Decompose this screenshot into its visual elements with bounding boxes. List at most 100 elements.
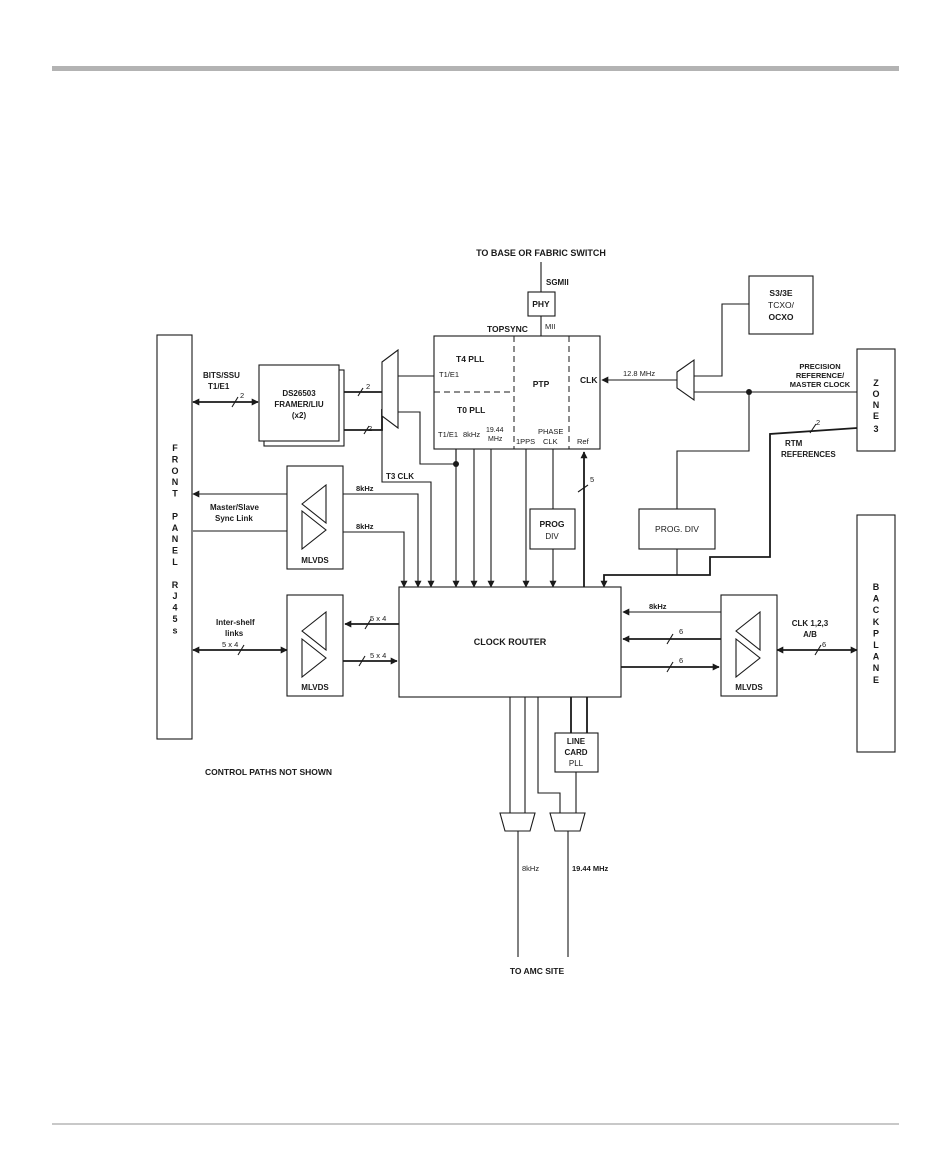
mlvds-intershelf-driver-1 — [301, 610, 327, 652]
precision-ref-2: REFERENCE/ — [796, 371, 845, 380]
svg-text:E: E — [873, 411, 879, 421]
bus6-in: 6 — [679, 627, 683, 636]
rtm-bus-width: 2 — [816, 418, 820, 427]
front_panel-letter: A — [172, 523, 179, 533]
phase-clk-label-1: PHASE — [538, 427, 563, 436]
front_panel-letter: E — [172, 546, 178, 556]
amc-8khz-label: 8kHz — [522, 864, 539, 873]
mlvds-sync-driver-2 — [301, 509, 327, 551]
mlvds-backplane-driver-2 — [735, 637, 761, 679]
inter-shelf-1: Inter-shelf — [216, 618, 255, 627]
amc-mux-right — [549, 812, 586, 832]
mlvds-sync-block — [286, 465, 344, 570]
backplane-letter: K — [873, 617, 880, 627]
bus6-bp: 6 — [822, 640, 826, 649]
bus-5x4-in: 5 x 4 — [370, 614, 386, 623]
lcpll-label-2: CARD — [564, 748, 587, 757]
topsync-chip — [433, 335, 601, 450]
front_panel-letter: P — [172, 511, 178, 521]
amc-1944-label: 19.44 MHz — [572, 864, 609, 873]
footer-rule — [52, 1123, 899, 1125]
front_panel-letter: N — [172, 534, 179, 544]
backplane-letter: A — [873, 652, 880, 662]
framer-label-1: DS26503 — [282, 389, 316, 398]
amc-mux-left — [499, 812, 536, 832]
mlvds-intershelf-label: MLVDS — [301, 683, 329, 692]
bits-bus-width: 2 — [240, 391, 244, 400]
t3clk-label: T3 CLK — [386, 472, 414, 481]
osc-label-3: OCXO — [768, 312, 793, 322]
prog-div-small-1: PROG — [539, 519, 564, 529]
backplane-letter: A — [873, 594, 880, 604]
1944-pin-label-2: MHz — [488, 436, 503, 443]
control-paths-note: CONTROL PATHS NOT SHOWN — [205, 767, 332, 777]
phase-clk-label-2: CLK — [543, 437, 558, 446]
front_panel-letter: R — [172, 580, 179, 590]
8khz-label-b: 8kHz — [356, 522, 374, 531]
lcpll-label-1: LINE — [567, 737, 586, 746]
phy-label: PHY — [532, 299, 550, 309]
master-slave-2: Sync Link — [215, 514, 253, 523]
ref-label: Ref — [577, 437, 590, 446]
inter-shelf-2: links — [225, 629, 244, 638]
oscillator-block — [748, 275, 814, 335]
header-rule — [52, 66, 899, 71]
inter-shelf-bus: 5 x 4 — [222, 640, 238, 649]
front_panel-letter: L — [172, 557, 178, 567]
clk-mux — [676, 358, 695, 402]
mlvds-backplane-label: MLVDS — [735, 683, 763, 692]
prog-div-label: PROG. DIV — [655, 524, 699, 534]
bus6-out: 6 — [679, 656, 683, 665]
8khz-pin-label: 8kHz — [463, 430, 480, 439]
12-8mhz-label: 12.8 MHz — [623, 369, 655, 378]
bus-5x4-out: 5 x 4 — [370, 651, 386, 660]
front_panel-letter: N — [172, 477, 179, 487]
front_panel-letter: F — [172, 443, 178, 453]
front_panel-letter: O — [171, 466, 178, 476]
ref-bus-width: 5 — [590, 475, 594, 484]
clock-router-label: CLOCK ROUTER — [474, 637, 547, 647]
svg-text:O: O — [872, 389, 879, 399]
lcpll-label-3: PLL — [569, 759, 584, 768]
bits-ssu-label-2: T1/E1 — [208, 382, 230, 391]
mlvds-intershelf-block — [286, 594, 344, 697]
osc-label-2: TCXO/ — [768, 300, 795, 310]
front_panel-letter: J — [172, 591, 177, 601]
ptp-label: PTP — [533, 379, 550, 389]
topsync-label: TOPSYNC — [487, 324, 528, 334]
top-label: TO BASE OR FABRIC SWITCH — [476, 248, 606, 258]
front-panel-connector — [156, 334, 193, 740]
1pps-label: 1PPS — [516, 437, 535, 446]
mlvds-backplane-driver-1 — [735, 610, 761, 652]
front_panel-letter: 5 — [172, 614, 177, 624]
rtm-label-1: RTM — [785, 439, 803, 448]
mlvds-sync-driver-1 — [301, 483, 327, 525]
t1e1-out-label: T1/E1 — [438, 430, 458, 439]
zone3-connector — [856, 348, 896, 452]
bits-ssu-label-1: BITS/SSU — [203, 371, 240, 380]
mlvds-backplane-block — [720, 594, 778, 697]
precision-ref-3: MASTER CLOCK — [790, 380, 851, 389]
clk-label: CLK — [580, 375, 598, 385]
backplane-letter: C — [873, 605, 880, 615]
backplane-letter: L — [873, 640, 879, 650]
backplane-connector — [856, 514, 896, 753]
backplane-letter: N — [873, 663, 880, 673]
1944-pin-label-1: 19.44 — [486, 427, 504, 434]
t4-pll-label: T4 PLL — [456, 354, 484, 364]
clk123-label-1: CLK 1,2,3 — [792, 619, 829, 628]
clk123-label-2: A/B — [803, 630, 817, 639]
svg-text:3: 3 — [873, 424, 878, 434]
backplane-letter: B — [873, 582, 880, 592]
framer-bus-a: 2 — [366, 382, 370, 391]
zone3-label: Z O N E 3 — [872, 378, 879, 434]
osc-label-1: S3/3E — [769, 288, 792, 298]
mlvds-intershelf-driver-2 — [301, 637, 327, 679]
front_panel-letter: R — [172, 454, 179, 464]
framer-bus-b: 2 — [368, 424, 372, 433]
framer-label-3: (x2) — [292, 411, 307, 420]
front_panel-letter: s — [172, 625, 177, 635]
